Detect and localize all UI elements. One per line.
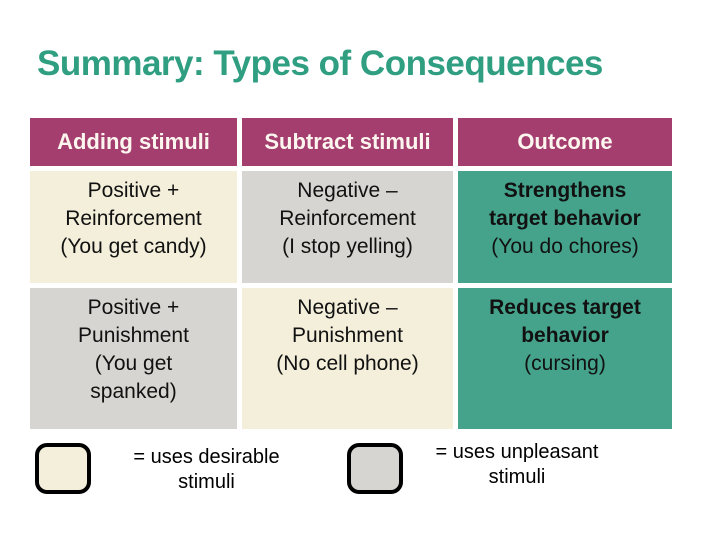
table-header-subtract-stimuli: Subtract stimuli [242,118,453,166]
cell-text-bold: Reduces target behavior [489,296,641,347]
cell-text-bold: Strengthens target behavior [489,179,641,230]
cell-outcome-reduces: Reduces target behavior (cursing) [458,288,672,429]
legend-item-desirable: = uses desirable stimuli [35,443,299,495]
legend-item-unpleasant: = uses unpleasant stimuli [347,441,617,494]
header-label: Subtract stimuli [264,129,431,154]
legend-label-desirable: = uses desirable stimuli [133,446,280,493]
header-label: Adding stimuli [57,129,210,154]
table-header-adding-stimuli: Adding stimuli [30,118,237,166]
cell-positive-reinforcement: Positive + Reinforcement (You get candy) [30,171,237,283]
legend-label-unpleasant: = uses unpleasant stimuli [435,441,599,488]
cell-text: (cursing) [524,352,606,375]
legend-swatch-desirable [35,443,91,494]
cell-text: Positive + Reinforcement (You get candy) [60,179,207,258]
cell-text: Positive + Punishment (You get spanked) [78,296,189,403]
cell-negative-punishment: Negative – Punishment (No cell phone) [242,288,453,429]
cell-outcome-strengthens: Strengthens target behavior (You do chor… [458,171,672,283]
header-label: Outcome [517,129,613,154]
slide-title: Summary: Types of Consequences [37,44,603,83]
table-header-outcome: Outcome [458,118,672,166]
legend-swatch-unpleasant [347,443,403,494]
cell-text: Negative – Reinforcement (I stop yelling… [279,179,416,258]
cell-text: Negative – Punishment (No cell phone) [276,296,419,375]
cell-positive-punishment: Positive + Punishment (You get spanked) [30,288,237,429]
cell-negative-reinforcement: Negative – Reinforcement (I stop yelling… [242,171,453,283]
cell-text: (You do chores) [491,235,639,258]
consequences-table: Adding stimuli Subtract stimuli Outcome … [30,118,672,429]
